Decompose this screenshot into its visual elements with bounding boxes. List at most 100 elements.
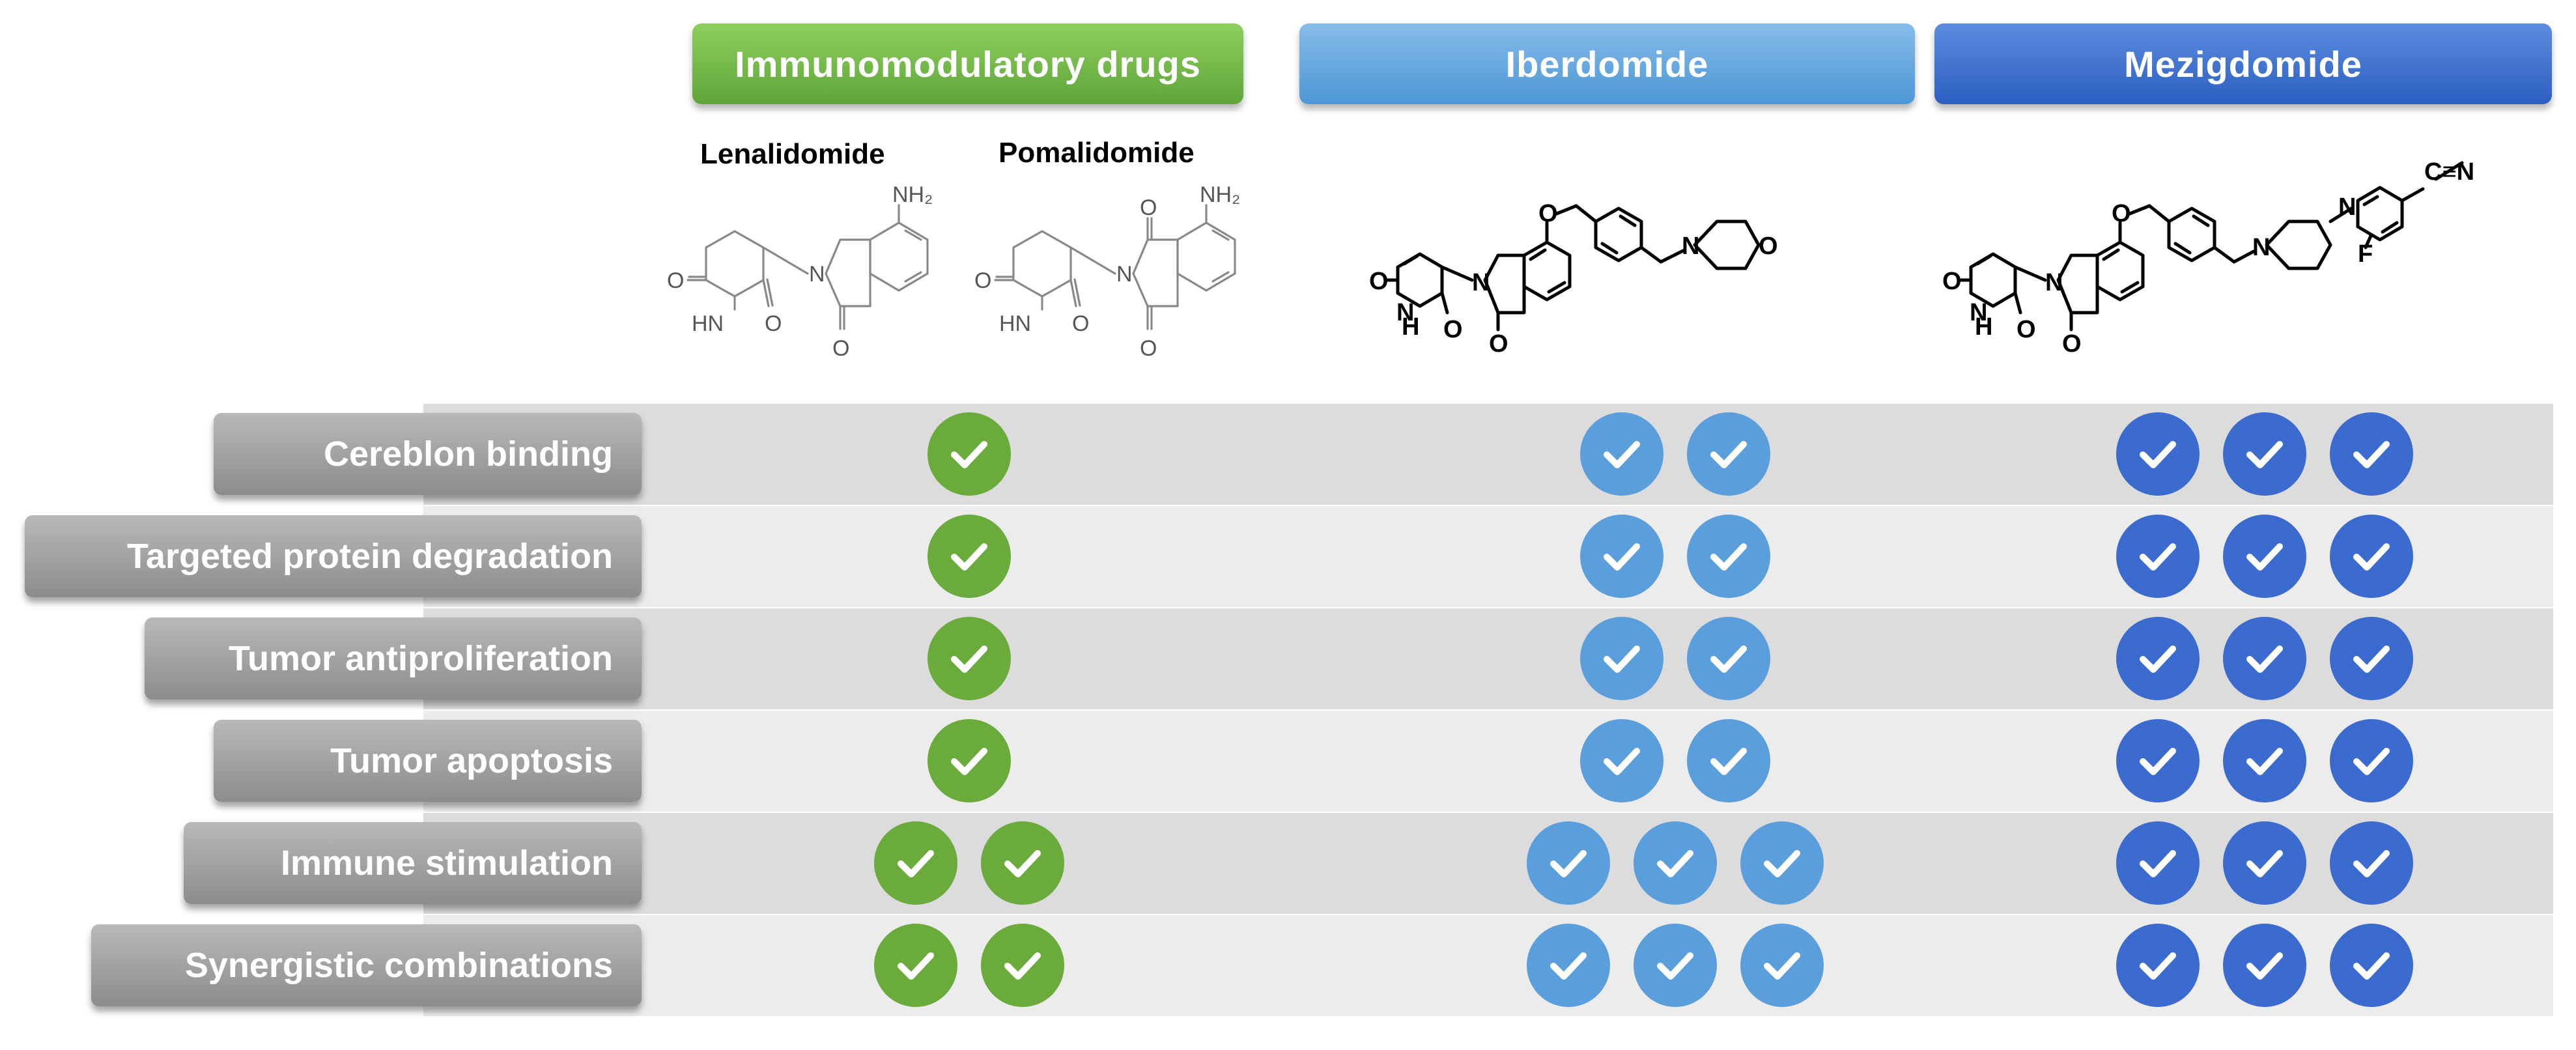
check-circle-icon [2116, 515, 2200, 598]
row-label: Synergistic combinations [91, 924, 642, 1006]
header-immunomodulatory-drugs: Immunomodulatory drugs [692, 23, 1243, 104]
check-group-iberdomide [1580, 617, 1770, 700]
check-group-mezigdomide [2116, 617, 2413, 700]
svg-text:O: O [1140, 336, 1157, 361]
check-group-mezigdomide [2116, 924, 2413, 1007]
check-circle-icon [2116, 617, 2200, 700]
svg-text:N: N [809, 262, 825, 287]
check-group-imid [927, 719, 1011, 802]
row-label: Targeted protein degradation [25, 515, 642, 597]
check-circle-icon [1687, 719, 1770, 802]
check-circle-icon [981, 821, 1064, 905]
svg-text:HN: HN [692, 311, 724, 336]
mezigdomide-structure: O N H O N O O N N F C≡N [1942, 158, 2474, 358]
check-circle-icon [927, 617, 1011, 700]
check-group-imid [874, 924, 1064, 1007]
svg-text:N: N [2252, 234, 2270, 261]
check-circle-icon [1580, 719, 1663, 802]
svg-text:O: O [2062, 330, 2082, 358]
row-label: Immune stimulation [184, 822, 642, 904]
pomalidomide-label: Pomalidomide [998, 137, 1195, 169]
row-label: Cereblon binding [214, 413, 642, 495]
svg-text:N: N [1472, 269, 1490, 296]
check-circle-icon [2116, 719, 2200, 802]
check-circle-icon [2330, 515, 2413, 598]
svg-text:O: O [1942, 268, 1962, 295]
svg-text:O: O [765, 311, 782, 336]
check-circle-icon [1634, 821, 1717, 905]
check-circle-icon [1740, 821, 1824, 905]
svg-text:O: O [1369, 268, 1389, 295]
check-circle-icon [1527, 821, 1610, 905]
check-circle-icon [1527, 924, 1610, 1007]
header-iberdomide: Iberdomide [1299, 23, 1915, 104]
check-circle-icon [1580, 515, 1663, 598]
check-group-iberdomide [1527, 924, 1824, 1007]
check-group-mezigdomide [2116, 515, 2413, 598]
check-group-iberdomide [1580, 719, 1770, 802]
iberdomide-structure: O N H O N O O N O [1369, 200, 1778, 358]
check-circle-icon [874, 924, 957, 1007]
check-circle-icon [2223, 924, 2306, 1007]
check-circle-icon [1580, 617, 1663, 700]
svg-text:N: N [1970, 299, 1987, 326]
pomalidomide-structure: O HN O N O O NH₂ [974, 182, 1240, 361]
check-circle-icon [927, 719, 1011, 802]
svg-text:O: O [1072, 311, 1089, 336]
check-group-mezigdomide [2116, 412, 2413, 496]
svg-text:O: O [2017, 316, 2036, 343]
svg-text:NH₂: NH₂ [892, 182, 933, 207]
check-circle-icon [2223, 821, 2306, 905]
svg-text:O: O [974, 268, 991, 293]
check-circle-icon [2330, 821, 2413, 905]
check-circle-icon [927, 412, 1011, 496]
row-label: Tumor antiproliferation [145, 617, 642, 700]
check-group-mezigdomide [2116, 719, 2413, 802]
check-circle-icon [927, 515, 1011, 598]
check-circle-icon [1634, 924, 1717, 1007]
svg-text:NH₂: NH₂ [1200, 182, 1240, 207]
check-circle-icon [1687, 617, 1770, 700]
row-label: Tumor apoptosis [214, 720, 642, 802]
check-circle-icon [1687, 515, 1770, 598]
svg-text:N: N [2045, 269, 2063, 296]
check-group-iberdomide [1580, 412, 1770, 496]
check-circle-icon [2223, 617, 2306, 700]
check-circle-icon [981, 924, 1064, 1007]
check-group-imid [927, 412, 1011, 496]
svg-text:O: O [832, 336, 849, 361]
check-circle-icon [2223, 412, 2306, 496]
check-circle-icon [2223, 515, 2306, 598]
check-circle-icon [2330, 924, 2413, 1007]
svg-text:O: O [1140, 195, 1157, 220]
svg-text:O: O [667, 268, 684, 293]
check-circle-icon [2330, 412, 2413, 496]
svg-text:HN: HN [999, 311, 1031, 336]
svg-text:N: N [1116, 262, 1133, 287]
check-circle-icon [874, 821, 957, 905]
svg-text:O: O [1443, 316, 1463, 343]
svg-text:C≡N: C≡N [2424, 158, 2474, 186]
check-circle-icon [2330, 719, 2413, 802]
check-group-iberdomide [1580, 515, 1770, 598]
check-circle-icon [1580, 412, 1663, 496]
check-circle-icon [2116, 821, 2200, 905]
svg-text:N: N [1396, 299, 1414, 326]
header-mezigdomide: Mezigdomide [1934, 23, 2552, 104]
check-circle-icon [2330, 617, 2413, 700]
svg-text:O: O [2112, 200, 2131, 227]
svg-text:O: O [1489, 330, 1508, 358]
check-group-imid [874, 821, 1064, 905]
svg-text:F: F [2358, 240, 2373, 268]
svg-text:H: H [1975, 313, 1992, 341]
check-circle-icon [2223, 719, 2306, 802]
check-group-mezigdomide [2116, 821, 2413, 905]
svg-text:N: N [1682, 233, 1699, 260]
check-circle-icon [1687, 412, 1770, 496]
check-circle-icon [2116, 924, 2200, 1007]
check-group-imid [927, 617, 1011, 700]
svg-text:N: N [2338, 193, 2356, 221]
svg-text:H: H [1402, 313, 1419, 341]
check-circle-icon [1740, 924, 1824, 1007]
lenalidomide-label: Lenalidomide [700, 138, 885, 170]
